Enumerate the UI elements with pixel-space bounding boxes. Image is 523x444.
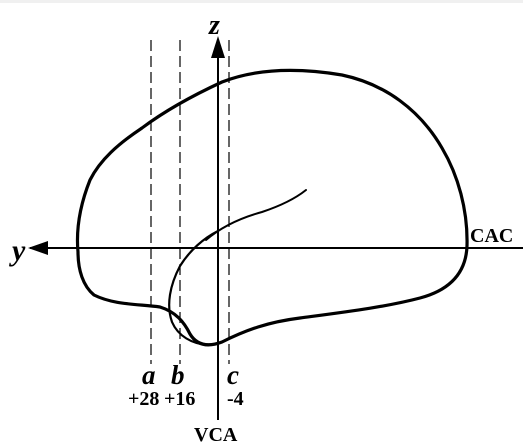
plane-a-value: +28 bbox=[128, 388, 159, 410]
sylvian-fissure bbox=[205, 189, 307, 241]
vca-label: VCA bbox=[194, 424, 238, 444]
plane-b-value: +16 bbox=[164, 388, 195, 410]
plane-c-letter: c bbox=[227, 360, 239, 390]
plane-c-value: -4 bbox=[227, 388, 244, 410]
y-axis-arrowhead bbox=[28, 241, 48, 255]
temporal-lobe-contour bbox=[168, 229, 220, 347]
y-axis-label: y bbox=[9, 234, 26, 267]
z-axis-label: z bbox=[208, 10, 220, 41]
plane-b-letter: b bbox=[171, 360, 185, 390]
cac-label: CAC bbox=[470, 225, 513, 247]
plane-a-letter: a bbox=[142, 360, 156, 390]
image-top-border bbox=[0, 0, 523, 3]
z-axis-arrowhead bbox=[211, 36, 225, 58]
